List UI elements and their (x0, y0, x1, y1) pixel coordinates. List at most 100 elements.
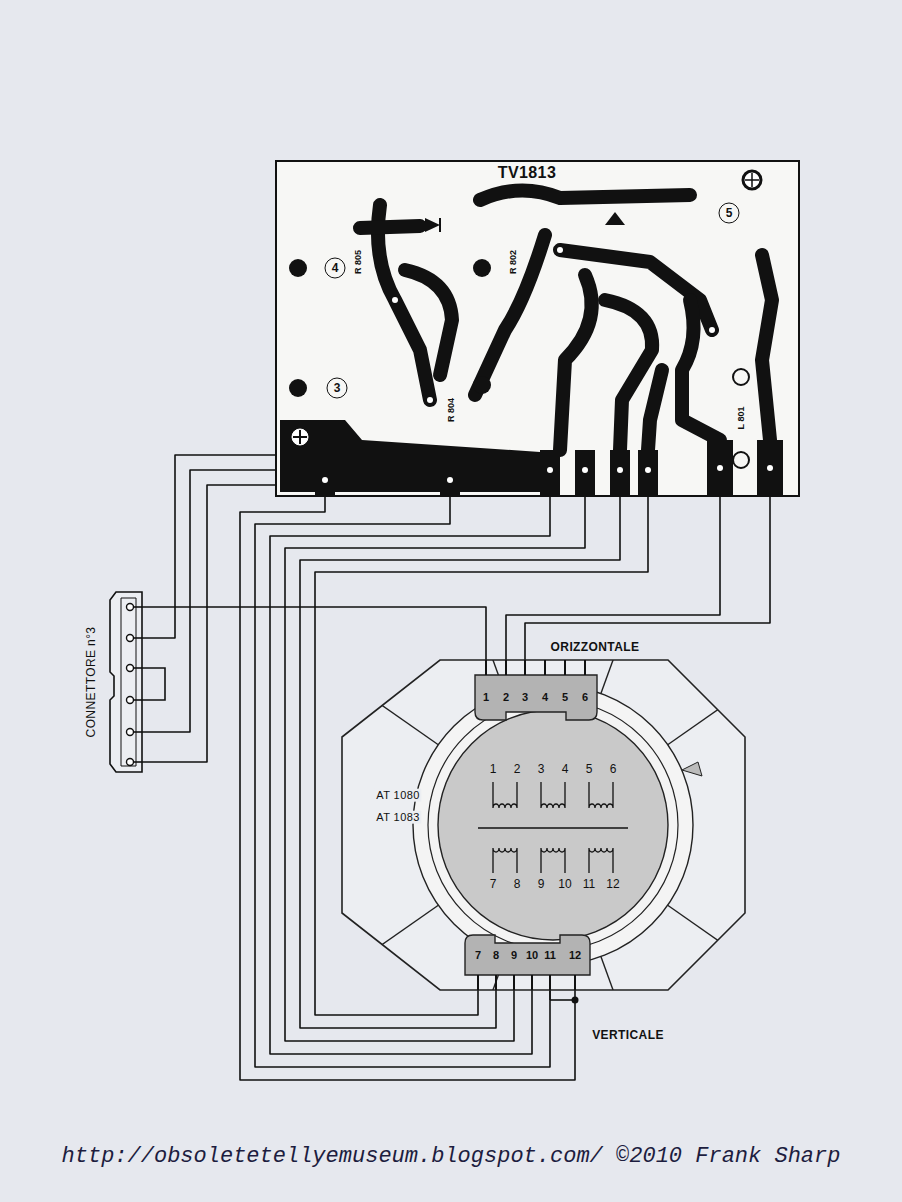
pcb-artwork-part-part (289, 379, 307, 397)
winding-number: 1 (490, 763, 497, 777)
component-label: R 804 (446, 396, 456, 424)
pin-number: 4 (542, 691, 548, 704)
pcb-artwork-part-part (557, 247, 563, 253)
winding-number: 3 (538, 763, 545, 777)
wire (315, 497, 648, 1015)
pcb-artwork-part-part (767, 465, 773, 471)
connector-outline (110, 592, 142, 772)
board-title: TV1813 (496, 164, 558, 182)
pcb-artwork-part-part (762, 255, 772, 440)
pcb-artwork-part-part (315, 468, 335, 497)
winding-number: 4 (562, 763, 569, 777)
pcb-artwork-part-part (617, 467, 623, 473)
pcb-artwork-part-part (717, 465, 723, 471)
watermark: http://obsoletetellyemuseum.blogspot.com… (62, 1144, 841, 1169)
pcb-artwork-part-part (427, 397, 433, 403)
winding-label: VERTICALE (590, 1029, 666, 1043)
pcb-artwork-part (293, 430, 307, 444)
winding-number: 6 (610, 763, 617, 777)
pin-number: 11 (544, 949, 556, 962)
pcb-artwork-part (289, 212, 783, 497)
pcb-artwork-part-part (707, 440, 733, 497)
component-label: L 801 (736, 405, 746, 432)
pcb-artwork-part-part (480, 190, 690, 200)
pcb-artwork-part-part (360, 226, 420, 228)
winding-number: 9 (538, 878, 545, 892)
winding-number: 12 (606, 878, 619, 892)
pin-number: 10 (526, 949, 538, 962)
wire (285, 497, 585, 1041)
pcb-artwork-part-part (610, 450, 630, 497)
pcb-artwork-part-part (425, 218, 440, 232)
pin-number: 2 (503, 691, 509, 704)
pcb-artwork-part-part (547, 467, 553, 473)
pcb-artwork-part-part (405, 270, 452, 375)
pcb-artwork-part (275, 160, 800, 497)
yoke-outline (342, 660, 745, 990)
pcb-artwork (275, 160, 800, 497)
wire (270, 497, 550, 1054)
circuit-board: TV1813 (275, 160, 800, 497)
connector-label: CONNETTORE n°3 (85, 625, 99, 740)
wire (142, 607, 486, 660)
pcb-artwork-part-part (645, 467, 651, 473)
pcb-artwork-part-part (682, 300, 720, 440)
winding-number: 5 (586, 763, 593, 777)
pcb-artwork-part (322, 247, 773, 483)
component-label: R 805 (353, 248, 363, 276)
pcb-artwork-part-part (392, 297, 398, 303)
pcb-artwork-part-part (440, 468, 460, 497)
pin-number: 12 (569, 949, 581, 962)
pcb-artwork-part-part (638, 450, 658, 497)
pcb-artwork-part-part (560, 275, 592, 450)
component-label: R 802 (508, 248, 518, 276)
pcb-artwork-part-part (475, 235, 545, 395)
pcb-artwork-part-part (540, 450, 560, 497)
pcb-artwork-part (743, 171, 761, 189)
pcb-artwork-part-part (709, 327, 715, 333)
wire (506, 497, 720, 660)
pin-number: 5 (562, 691, 568, 704)
connector-plug: CONNETTORE n°3 (110, 592, 142, 772)
pcb-artwork-part (745, 173, 759, 187)
pcb-artwork-part-part (648, 370, 662, 450)
winding-number: 8 (514, 878, 521, 892)
pin-number: 9 (511, 949, 517, 962)
pin-number: 6 (582, 691, 588, 704)
pin-number: 1 (483, 691, 489, 704)
winding-number: 11 (583, 878, 595, 892)
junction-part (550, 999, 575, 1001)
winding-number: 2 (514, 763, 521, 777)
pcb-artwork-part (439, 218, 441, 232)
yoke-type: AT 1083 (374, 811, 421, 824)
winding-number: 10 (558, 878, 571, 892)
pcb-artwork-part-part (757, 440, 783, 497)
deflection-yoke: ORIZZONTALEAT 1080AT 1083VERTICALE (342, 660, 745, 990)
pcb-artwork-part-part (378, 205, 430, 400)
pin-number: 3 (522, 691, 528, 704)
pcb-artwork-part-part (582, 467, 588, 473)
pcb-artwork-part (292, 429, 308, 445)
pcb-artwork-part-part (447, 477, 453, 483)
winding-label: ORIZZONTALE (549, 641, 642, 655)
pcb-artwork-part-part (289, 259, 307, 277)
pcb-artwork-part-part (605, 212, 625, 225)
pcb-artwork-part-part (322, 477, 328, 483)
pcb-artwork-part (733, 369, 749, 385)
pin-number: 8 (493, 949, 499, 962)
wire (240, 497, 575, 1080)
callout-number: 3 (327, 378, 348, 399)
callout-number: 5 (719, 203, 740, 224)
pcb-artwork-part-part (473, 376, 491, 394)
winding-number: 7 (490, 878, 497, 892)
pcb-artwork-part (733, 452, 749, 468)
connector-jumper (142, 668, 165, 700)
connector-jumper-part (142, 668, 165, 700)
callout-number: 4 (325, 258, 346, 279)
pin-number: 7 (475, 949, 481, 962)
wire (300, 497, 620, 1028)
